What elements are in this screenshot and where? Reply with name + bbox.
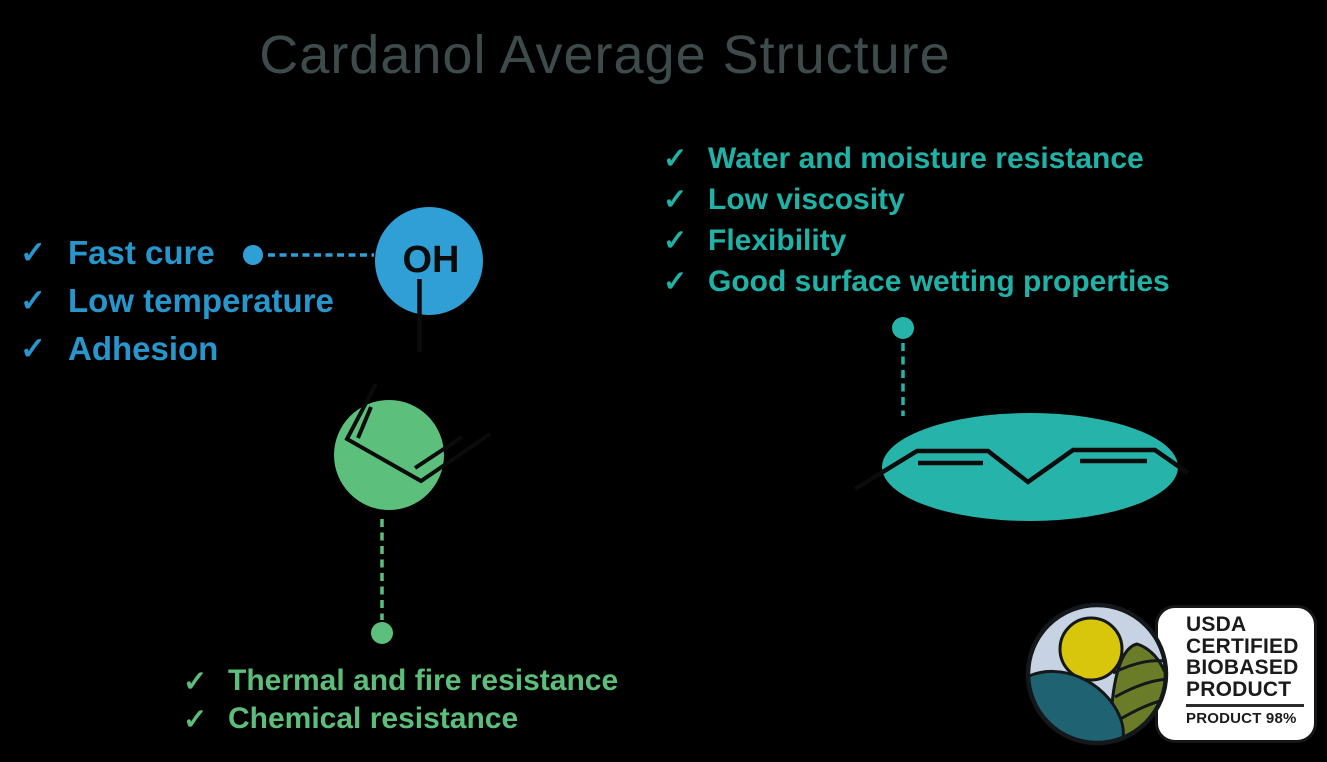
- checkmark-icon: ✓: [20, 235, 46, 270]
- badge-text-product: PRODUCT: [1186, 677, 1292, 701]
- list-item: ✓ Flexibility: [663, 220, 1170, 261]
- badge-text-certified: CERTIFIED: [1186, 634, 1299, 658]
- teal-connector-dot: [892, 317, 914, 339]
- usda-logo-icon: [1025, 602, 1169, 746]
- list-item: ✓ Adhesion: [20, 325, 334, 373]
- checkmark-icon: ✓: [183, 703, 208, 736]
- list-item-label: Flexibility: [708, 223, 847, 257]
- checkmark-icon: ✓: [183, 665, 208, 698]
- green-connector-dot: [371, 622, 393, 644]
- list-item: ✓ Low temperature: [20, 277, 334, 325]
- logo-field-stripe: [1114, 677, 1166, 699]
- blue-connector-dot: [243, 245, 263, 265]
- list-item-label: Adhesion: [68, 330, 219, 367]
- list-item-label: Low temperature: [68, 282, 334, 319]
- list-item: ✓ Chemical resistance: [183, 700, 618, 738]
- molecule-structure: OH: [344, 239, 1190, 491]
- hydroxyl-highlight-circle: [375, 207, 483, 315]
- checkmark-icon: ✓: [663, 225, 688, 257]
- ring-highlight-circle: [334, 400, 444, 510]
- list-item: ✓ Water and moisture resistance: [663, 138, 1170, 179]
- badge-percentage: PRODUCT 98%: [1186, 710, 1297, 727]
- hydroxyl-label: OH: [403, 239, 460, 281]
- list-item-label: Water and moisture resistance: [708, 141, 1144, 175]
- logo-field-stripe: [1112, 659, 1166, 675]
- chain-highlight-ellipse: [882, 413, 1178, 521]
- badge-text-biobased: BIOBASED: [1186, 656, 1299, 679]
- list-item: ✓ Fast cure: [20, 229, 334, 277]
- list-item-label: Chemical resistance: [228, 702, 519, 735]
- benzene-double-bond-left: [356, 406, 373, 439]
- alkyl-chain-line: [853, 447, 1190, 491]
- checkmark-icon: ✓: [663, 143, 688, 175]
- badge-divider: [1186, 704, 1304, 707]
- list-item-label: Low viscosity: [708, 182, 905, 216]
- list-item-label: Thermal and fire resistance: [228, 664, 619, 697]
- benzene-ring-edges: [344, 383, 492, 484]
- hydroxyl-benefits-list: ✓ Fast cure ✓ Low temperature ✓ Adhesion: [20, 229, 334, 373]
- badge-text-usda: USDA: [1186, 613, 1247, 636]
- checkmark-icon: ✓: [663, 184, 688, 216]
- chain-benefits-list: ✓ Water and moisture resistance ✓ Low vi…: [663, 138, 1170, 302]
- benzene-double-bond-bottom: [413, 435, 464, 470]
- list-item: ✓ Low viscosity: [663, 179, 1170, 220]
- list-item: ✓ Good surface wetting properties: [663, 261, 1170, 302]
- page-title: Cardanol Average Structure: [259, 25, 951, 85]
- logo-field-stripe: [1116, 697, 1166, 723]
- usda-biobased-badge: USDA CERTIFIED BIOBASED PRODUCT PRODUCT …: [1025, 597, 1320, 755]
- logo-outline: [1025, 602, 1169, 746]
- logo-sun: [1058, 616, 1124, 682]
- ring-benefits-list: ✓ Thermal and fire resistance ✓ Chemical…: [183, 662, 618, 738]
- list-item-label: Fast cure: [68, 234, 215, 271]
- list-item: ✓ Thermal and fire resistance: [183, 662, 618, 700]
- checkmark-icon: ✓: [20, 283, 46, 318]
- checkmark-icon: ✓: [20, 331, 46, 366]
- checkmark-icon: ✓: [663, 266, 688, 298]
- badge-card: USDA CERTIFIED BIOBASED PRODUCT PRODUCT …: [1155, 605, 1317, 743]
- list-item-label: Good surface wetting properties: [708, 264, 1170, 298]
